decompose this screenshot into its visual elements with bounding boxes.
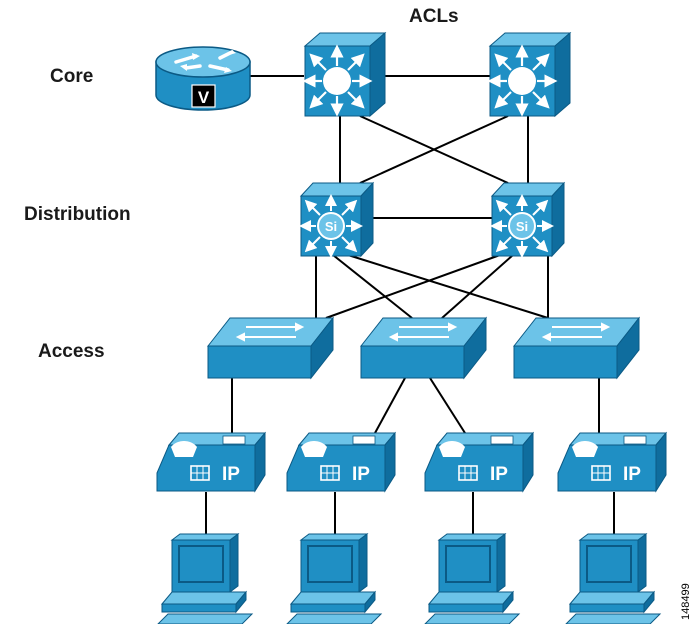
core-switch-1 (302, 31, 387, 118)
link-dist2-acc1 (325, 254, 501, 319)
distribution-label: Distribution (24, 204, 131, 225)
router-icon: V (155, 46, 251, 111)
access-switch-1 (206, 316, 335, 380)
link-dist2-acc2 (441, 254, 514, 319)
layer3-switch-icon (487, 31, 572, 118)
link-dist1-acc3 (347, 254, 549, 319)
ip-text: IP (352, 464, 370, 485)
link-core2-dist1 (359, 115, 509, 184)
ip-phone-2: IP (286, 431, 397, 493)
workgroup-switch-icon (359, 316, 488, 380)
workgroup-switch-icon (512, 316, 641, 380)
figure-id: 148499 (680, 583, 692, 620)
core-label: Core (50, 66, 94, 87)
ip-phone-icon: IP (286, 431, 397, 493)
multilayer-switch-si-icon: Si (490, 181, 566, 258)
pc-2 (286, 533, 383, 624)
links (205, 75, 615, 540)
ip-phone-4: IP (557, 431, 668, 493)
pc-icon (286, 533, 383, 624)
ip-phone-3: IP (424, 431, 535, 493)
ip-text: IP (623, 464, 641, 485)
ip-phone-icon: IP (557, 431, 668, 493)
acls-label: ACLs (409, 6, 459, 27)
access-label: Access (38, 341, 105, 362)
distribution-switch-1: Si (299, 181, 375, 258)
distribution-switch-2: Si (490, 181, 566, 258)
pc-4 (565, 533, 662, 624)
workgroup-switch-icon (206, 316, 335, 380)
ip-text: IP (490, 464, 508, 485)
pc-icon (565, 533, 662, 624)
ip-phone-1: IP (156, 431, 267, 493)
ip-text: IP (222, 464, 240, 485)
ip-phone-icon: IP (424, 431, 535, 493)
router-badge-text: V (198, 88, 210, 107)
si-text: Si (325, 219, 337, 234)
pc-icon (424, 533, 521, 624)
ip-phone-icon: IP (156, 431, 267, 493)
pc-icon (157, 533, 254, 624)
access-switch-2 (359, 316, 488, 380)
multilayer-switch-si-icon: Si (299, 181, 375, 258)
pc-3 (424, 533, 521, 624)
layer3-switch-icon (302, 31, 387, 118)
si-text: Si (516, 219, 528, 234)
access-switch-3 (512, 316, 641, 380)
link-acc2-phone3 (429, 377, 466, 434)
link-acc2-phone2 (374, 377, 406, 434)
link-dist1-acc2 (332, 254, 413, 319)
core-switch-2 (487, 31, 572, 118)
pc-1 (157, 533, 254, 624)
